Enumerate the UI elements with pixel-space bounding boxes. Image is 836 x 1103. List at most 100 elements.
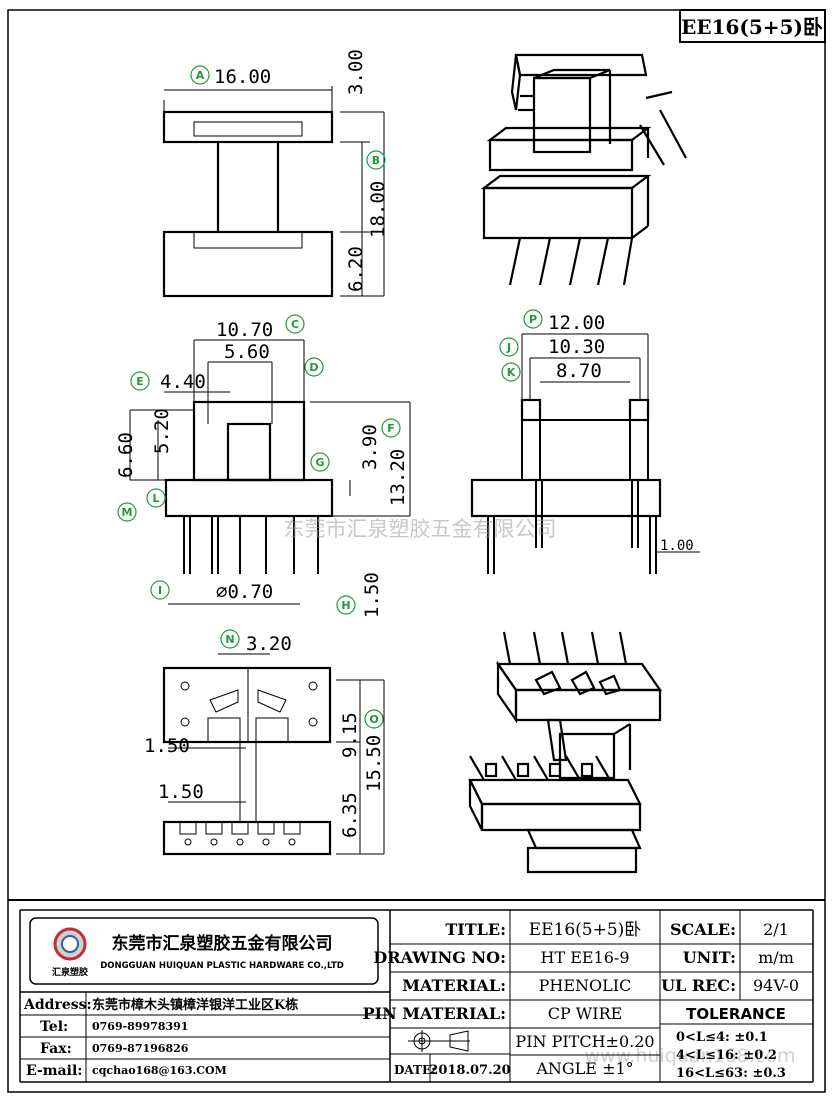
dim-16-00: 16.00 [214,66,271,88]
projection-symbol [408,1030,470,1052]
svg-text:I: I [158,584,162,597]
dim-i: I ⌀0.70 [150,580,273,603]
tel-label: Tel: [40,1019,68,1035]
company-name-en: DONGGUAN HUIQUAN PLASTIC HARDWARE CO.,LT… [100,961,344,971]
dim-6-35: 6.35 [339,792,361,838]
title-block [8,899,825,1083]
scale-value: 2/1 [763,920,789,939]
company-logo: 汇泉塑胶 [52,927,88,978]
svg-text:J: J [506,341,511,354]
fax-value: 0769-87196826 [92,1042,189,1055]
svg-text:B: B [372,154,380,167]
watermark-center: 东莞市汇泉塑胶五金有限公司 [284,517,557,541]
dim-c: C 10.70 [216,314,305,341]
material-value: PHENOLIC [539,976,632,995]
bottom-view [162,653,385,856]
ul-rec-label: UL REC: [661,976,736,995]
dim-6-20: 6.20 [345,246,367,292]
dim-10-30: 10.30 [548,336,605,358]
dim-15-50: 15.50 [363,735,385,792]
drawing-no-value: HT EE16-9 [540,948,629,967]
dim-1-00: 1.00 [660,538,694,554]
dim-3-00: 3.00 [345,49,367,95]
drawing-no-label: DRAWING NO: [373,948,506,967]
material-label: MATERIAL: [402,976,506,995]
front-view [129,339,411,605]
date-value: 2018.07.20 [429,1063,510,1078]
side-view [470,333,700,574]
svg-text:E: E [136,375,144,388]
dim-3-90: 3.90 [359,424,381,470]
svg-text:C: C [291,318,299,331]
angle-tolerance: ANGLE ±1° [535,1059,633,1078]
dim-a: A 16.00 [190,65,271,88]
title-value: EE16(5+5)卧 [529,920,642,940]
svg-text:F: F [387,422,395,435]
iso-view-bottom [468,631,663,874]
email-value: cqchao168@163.COM [92,1064,227,1077]
dim-1-50: 1.50 [361,572,383,618]
svg-text:G: G [315,456,324,469]
email-label: E-mail: [26,1063,82,1079]
unit-value: m/m [758,948,794,967]
dim-h: H 1.50 [336,572,383,618]
pin-pitch: PIN PITCH±0.20 [515,1032,654,1051]
dim-1-50-a: 1.50 [144,735,190,757]
dim-9-15: 9.15 [339,712,361,758]
dim-10-70: 10.70 [216,319,273,341]
date-label: DATE: [394,1063,436,1077]
top-view [162,86,385,298]
iso-view-top [480,53,687,286]
svg-text:M: M [122,506,133,519]
svg-text:K: K [507,366,516,379]
dim-6-60: 6.60 [115,432,137,478]
dim-pin-dia: ⌀0.70 [216,581,273,603]
sheet-frame [7,9,826,1093]
dim-o: O 15.50 [363,709,385,792]
model-tag: EE16(5+5)卧 [679,9,826,43]
tolerance-row-1: 0<L≤4: ±0.1 [676,1030,768,1045]
dim-13-20: 13.20 [387,449,409,506]
svg-text:P: P [529,313,537,326]
dim-d: D 5.60 [224,341,324,377]
svg-text:A: A [196,69,205,82]
dim-b: B [366,150,386,170]
dim-j: J 10.30 [499,336,605,358]
model-tag-text: EE16(5+5)卧 [681,15,823,39]
dim-12-00: 12.00 [548,312,605,334]
dim-8-70: 8.70 [556,360,602,382]
dim-18-00: 18.00 [367,181,389,238]
svg-text:O: O [369,713,378,726]
pin-material-value: CP WIRE [548,1004,623,1023]
tolerance-row-2: 4<L≤16: ±0.2 [676,1048,777,1063]
tel-value: 0769-89978391 [92,1020,188,1033]
dim-f: F 3.90 [359,418,401,470]
address-label: Address: [23,997,92,1013]
svg-text:N: N [225,633,234,646]
scale-label: SCALE: [670,920,736,939]
address-value: 东莞市樟木头镇樟洋银洋工业区K栋 [92,997,298,1013]
logo-text: 汇泉塑胶 [52,966,88,978]
company-name-cn: 东莞市汇泉塑胶五金有限公司 [112,933,333,954]
title-label: TITLE: [445,920,506,939]
dim-1-50-b: 1.50 [158,781,204,803]
dim-g: G [310,452,330,472]
dim-5-60: 5.60 [224,341,270,363]
tolerance-row-3: 16<L≤63: ±0.3 [676,1066,786,1081]
svg-text:D: D [309,361,318,374]
unit-label: UNIT: [683,948,736,967]
ul-rec-value: 94V-0 [753,976,799,995]
fax-label: Fax: [40,1041,72,1057]
dim-p: P 12.00 [523,309,605,334]
dim-5-20: 5.20 [151,408,173,454]
dim-n: N 3.20 [220,629,292,655]
dim-k: K 8.70 [501,360,602,382]
dim-e: E 4.40 [130,371,206,393]
dim-3-20: 3.20 [246,633,292,655]
watermark-url: www.huiquan168.com [585,1045,796,1067]
tolerance-label: TOLERANCE [686,1005,786,1023]
dim-4-40: 4.40 [160,371,206,393]
pin-material-label: PIN MATERIAL: [363,1004,506,1023]
svg-text:H: H [341,599,350,612]
